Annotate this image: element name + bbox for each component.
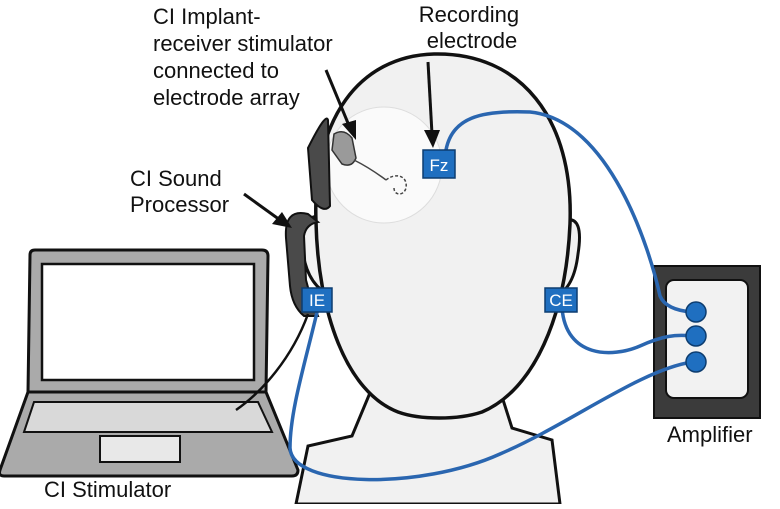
amplifier-panel <box>665 279 749 399</box>
electrode-fz: Fz <box>422 149 456 179</box>
processor-head-coil <box>306 117 332 210</box>
arrow-implant-head <box>342 120 356 140</box>
jack-1 <box>685 301 707 323</box>
electrode-fz-box <box>422 149 456 179</box>
implant-label: CI Implant- receiver stimulator connecte… <box>153 4 339 110</box>
arrow-processor-head <box>272 212 292 228</box>
implant-receiver-stimulator <box>331 131 407 195</box>
wires <box>288 109 694 482</box>
wire-ie-to-amplifier <box>288 306 694 482</box>
arrow-recording-head <box>424 130 440 148</box>
amplifier-label: Amplifier <box>667 422 753 447</box>
wire-ce-to-amplifier <box>560 306 694 355</box>
sound-processor-label: CI Sound Processor <box>130 166 229 217</box>
implant-body <box>331 131 357 166</box>
laptop-touchpad <box>99 435 181 463</box>
arrow-implant <box>324 69 352 129</box>
implant-lead <box>353 159 387 181</box>
arrow-processor <box>243 192 281 222</box>
electrode-fz-label: Fz <box>430 156 449 175</box>
electrode-ie-label: IE <box>309 291 325 310</box>
electrode-ie-box <box>301 287 333 313</box>
laptop <box>0 248 300 478</box>
head <box>294 52 581 506</box>
amplifier-box <box>653 265 761 419</box>
wire-fz-to-amplifier <box>444 109 694 314</box>
jack-2 <box>685 325 707 347</box>
electrode-ce-box <box>544 287 578 313</box>
electrode-ce: CE <box>544 287 578 313</box>
electrode-ce-label: CE <box>549 291 573 310</box>
wire-laptop-to-processor <box>235 313 310 412</box>
laptop-keyboard <box>22 401 274 433</box>
electrode-ie: IE <box>301 287 333 313</box>
ci-stimulator-label: CI Stimulator <box>44 477 171 502</box>
recording-electrode-label: Recording electrode <box>419 2 525 53</box>
laptop-screen <box>40 262 256 382</box>
electrode-array <box>385 175 407 195</box>
jack-3 <box>685 351 707 373</box>
amplifier-jacks <box>685 301 707 373</box>
processor-ear-hook <box>284 212 321 317</box>
arrow-recording <box>426 61 434 135</box>
skull-outline <box>314 52 572 420</box>
sound-processor <box>284 117 332 317</box>
annotation-arrows <box>243 61 440 228</box>
